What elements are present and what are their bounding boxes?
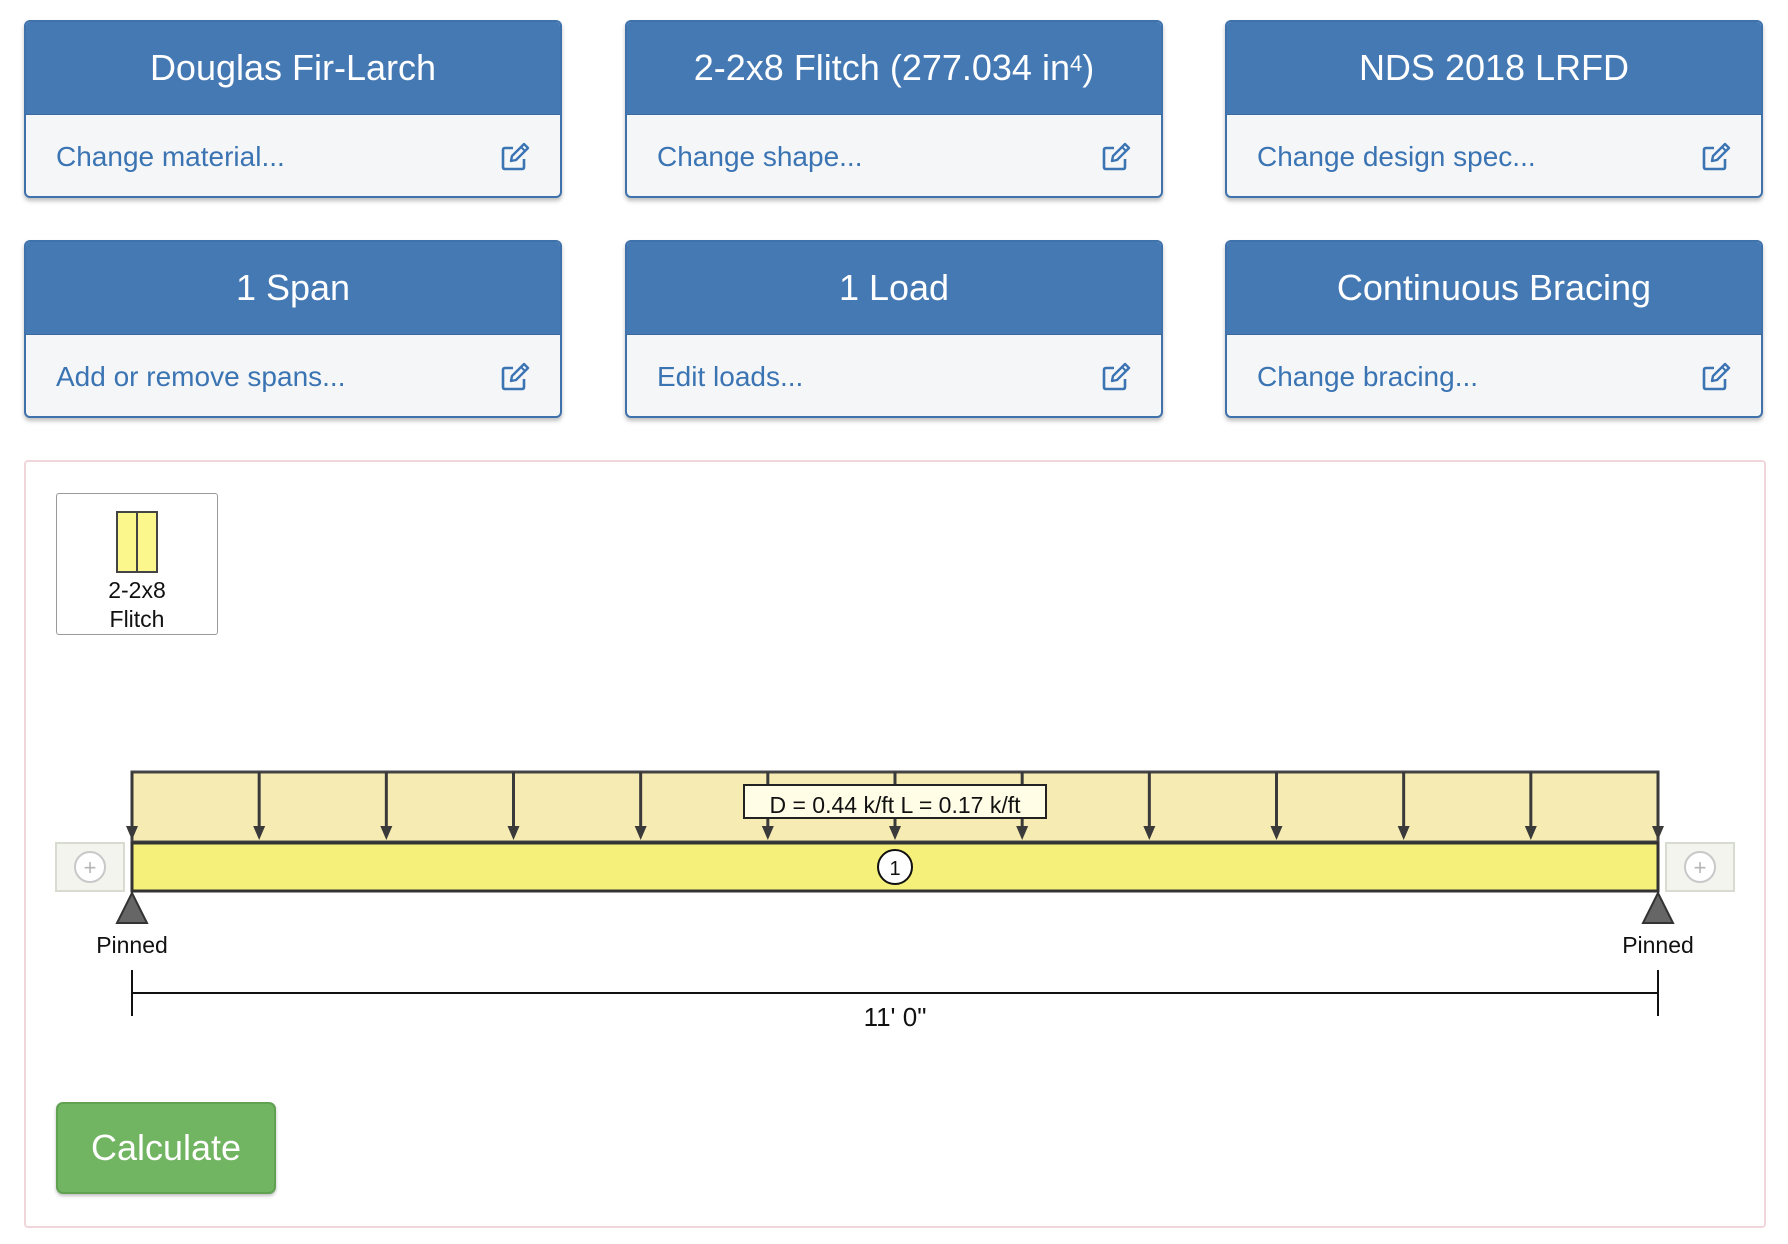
load-label-box[interactable] <box>743 784 1047 819</box>
change-shape-link[interactable]: Change shape... <box>627 115 1161 196</box>
spans-card: 1 Span Add or remove spans... <box>24 240 562 418</box>
loads-card: 1 Load Edit loads... <box>625 240 1163 418</box>
edit-icon[interactable] <box>500 362 530 392</box>
design-spec-card: NDS 2018 LRFD Change design spec... <box>1225 20 1763 198</box>
span-length-label: 11' 0" <box>864 1002 927 1032</box>
change-design-spec-link[interactable]: Change design spec... <box>1227 115 1761 196</box>
material-title: Douglas Fir-Larch <box>26 22 560 115</box>
section-label: 2-2x8 Flitch <box>57 576 217 634</box>
load-arrow-head <box>1397 826 1410 840</box>
edit-loads-link[interactable]: Edit loads... <box>627 335 1161 416</box>
section-thumbnail[interactable]: 2-2x8 Flitch <box>56 493 218 635</box>
left-support-label: Pinned <box>96 932 168 958</box>
load-arrow-head <box>1524 826 1537 840</box>
section-label-line2: Flitch <box>109 606 165 632</box>
load-arrow-head <box>889 826 901 840</box>
loads-title: 1 Load <box>627 242 1161 335</box>
left-pinned-support-icon[interactable] <box>115 890 149 924</box>
change-shape-label: Change shape... <box>657 141 863 172</box>
flitch-section-icon <box>116 511 158 573</box>
section-label-line1: 2-2x8 <box>108 577 166 603</box>
load-arrow-head <box>253 826 266 840</box>
add-span-left-button[interactable]: + <box>55 842 125 892</box>
add-left-icon: + <box>84 855 97 880</box>
spans-title: 1 Span <box>26 242 560 335</box>
shape-title-text: 2-2x8 Flitch (277.034 in <box>693 47 1070 88</box>
change-bracing-link[interactable]: Change bracing... <box>1227 335 1761 416</box>
change-material-label: Change material... <box>56 141 285 172</box>
edit-spans-link[interactable]: Add or remove spans... <box>26 335 560 416</box>
load-arrow-head <box>1652 826 1664 840</box>
edit-icon[interactable] <box>1101 142 1131 172</box>
load-arrow-head <box>1143 826 1156 840</box>
load-arrow-head <box>634 826 647 840</box>
edit-icon[interactable] <box>1101 362 1131 392</box>
change-material-link[interactable]: Change material... <box>26 115 560 196</box>
load-arrow-head <box>126 826 138 840</box>
add-span-right-button[interactable]: + <box>1665 842 1735 892</box>
load-arrow-head <box>1270 826 1283 840</box>
load-arrow-head <box>380 826 393 840</box>
edit-loads-label: Edit loads... <box>657 361 804 392</box>
load-arrow-head <box>761 826 774 840</box>
material-card: Douglas Fir-Larch Change material... <box>24 20 562 198</box>
change-bracing-label: Change bracing... <box>1257 361 1479 392</box>
edit-icon[interactable] <box>500 142 530 172</box>
span-number-circle <box>877 849 913 885</box>
right-pinned-support-icon[interactable] <box>1641 890 1675 924</box>
span-number: 1 <box>889 858 900 880</box>
design-spec-title: NDS 2018 LRFD <box>1227 22 1761 115</box>
add-right-icon: + <box>1694 855 1707 880</box>
change-design-spec-label: Change design spec... <box>1257 141 1536 172</box>
load-label: D = 0.44 k/ft L = 0.17 k/ft <box>769 792 1021 818</box>
load-arrow-head <box>507 826 520 840</box>
shape-title-exponent: 4 <box>1069 51 1083 76</box>
edit-icon[interactable] <box>1701 142 1731 172</box>
bracing-title: Continuous Bracing <box>1227 242 1761 335</box>
edit-icon[interactable] <box>1701 362 1731 392</box>
shape-title-close: ) <box>1082 47 1095 88</box>
right-support-label: Pinned <box>1622 932 1694 958</box>
load-arrow-head <box>1016 826 1029 840</box>
bracing-card: Continuous Bracing Change bracing... <box>1225 240 1763 418</box>
edit-spans-label: Add or remove spans... <box>56 361 346 392</box>
calculate-button[interactable]: Calculate <box>56 1102 276 1194</box>
